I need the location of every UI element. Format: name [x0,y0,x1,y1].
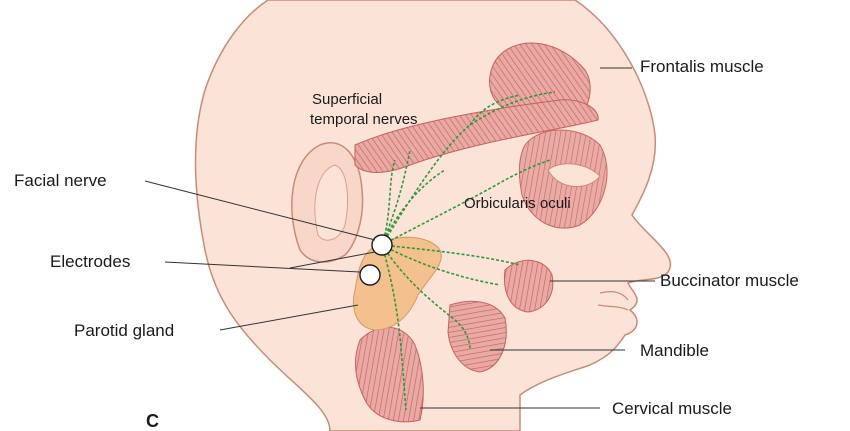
label-mandible: Mandible [640,342,709,359]
label-cervical-muscle: Cervical muscle [612,400,732,417]
label-electrodes: Electrodes [50,253,130,270]
panel-letter: C [146,412,159,430]
label-facial-nerve: Facial nerve [14,172,107,189]
label-superficial-temporal-1: Superficial [312,92,382,107]
label-parotid-gland: Parotid gland [74,322,174,339]
label-frontalis-muscle: Frontalis muscle [640,58,764,75]
head-outline [196,0,671,431]
label-superficial-temporal-2: temporal nerves [310,112,418,127]
label-buccinator-muscle: Buccinator muscle [660,272,799,289]
label-orbicularis-oculi: Orbicularis oculi [464,196,571,211]
electrode-lower [360,265,380,285]
